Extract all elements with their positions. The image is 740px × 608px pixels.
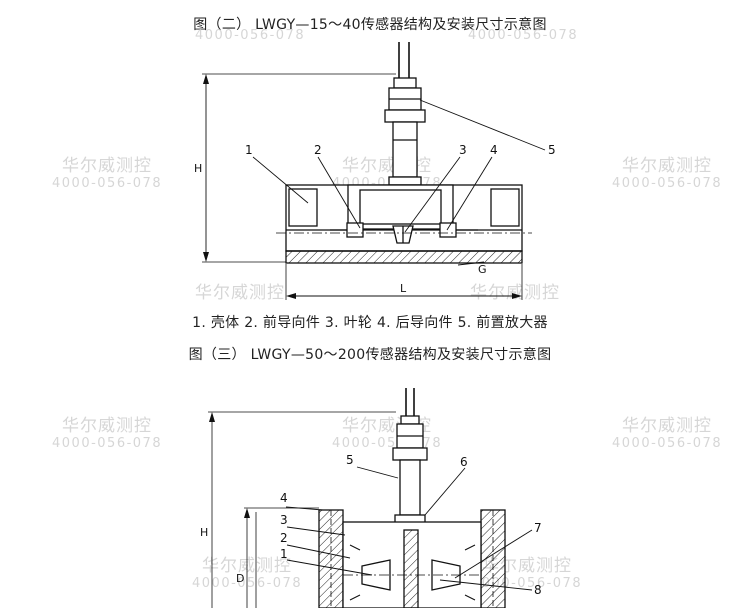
fig2-dim-L: L [400, 282, 407, 295]
figure-2-drawing: 1 2 3 4 5 H L G [194, 42, 556, 300]
fig2-label-4: 4 [490, 143, 498, 157]
fig2-dim-H: H [194, 162, 202, 175]
watermark: 华尔威测控 [195, 283, 285, 303]
fig3-label-7: 7 [534, 521, 542, 535]
fig3-label-6: 6 [460, 455, 468, 469]
fig3-label-5: 5 [346, 453, 354, 467]
fig3-label-3: 3 [280, 513, 288, 527]
watermark: 4000-056-078 [195, 28, 306, 43]
fig2-label-5: 5 [548, 143, 556, 157]
fig2-dim-G: G [478, 263, 487, 276]
fig2-label-1: 1 [245, 143, 253, 157]
watermark: 华尔威测控 [470, 283, 560, 303]
fig3-label-1: 1 [280, 547, 288, 561]
figure-2-title: 图（二） LWGY—15～40传感器结构及安装尺寸示意图 [193, 17, 547, 33]
fig3-label-4: 4 [280, 491, 288, 505]
fig3-label-8: 8 [534, 583, 542, 597]
fig3-dim-D: D [236, 572, 244, 585]
watermark: 4000-056-078 [468, 28, 579, 43]
figure-3-drawing: 4 3 2 1 5 6 7 8 H D [200, 388, 542, 608]
figure-2-parts-legend: 1. 壳体 2. 前导向件 3. 叶轮 4. 后导向件 5. 前置放大器 [192, 315, 548, 331]
fig2-label-2: 2 [314, 143, 322, 157]
figure-3-title: 图（三） LWGY—50～200传感器结构及安装尺寸示意图 [188, 347, 552, 363]
fig3-label-2: 2 [280, 531, 288, 545]
fig2-label-3: 3 [459, 143, 467, 157]
fig3-dim-H: H [200, 526, 208, 539]
